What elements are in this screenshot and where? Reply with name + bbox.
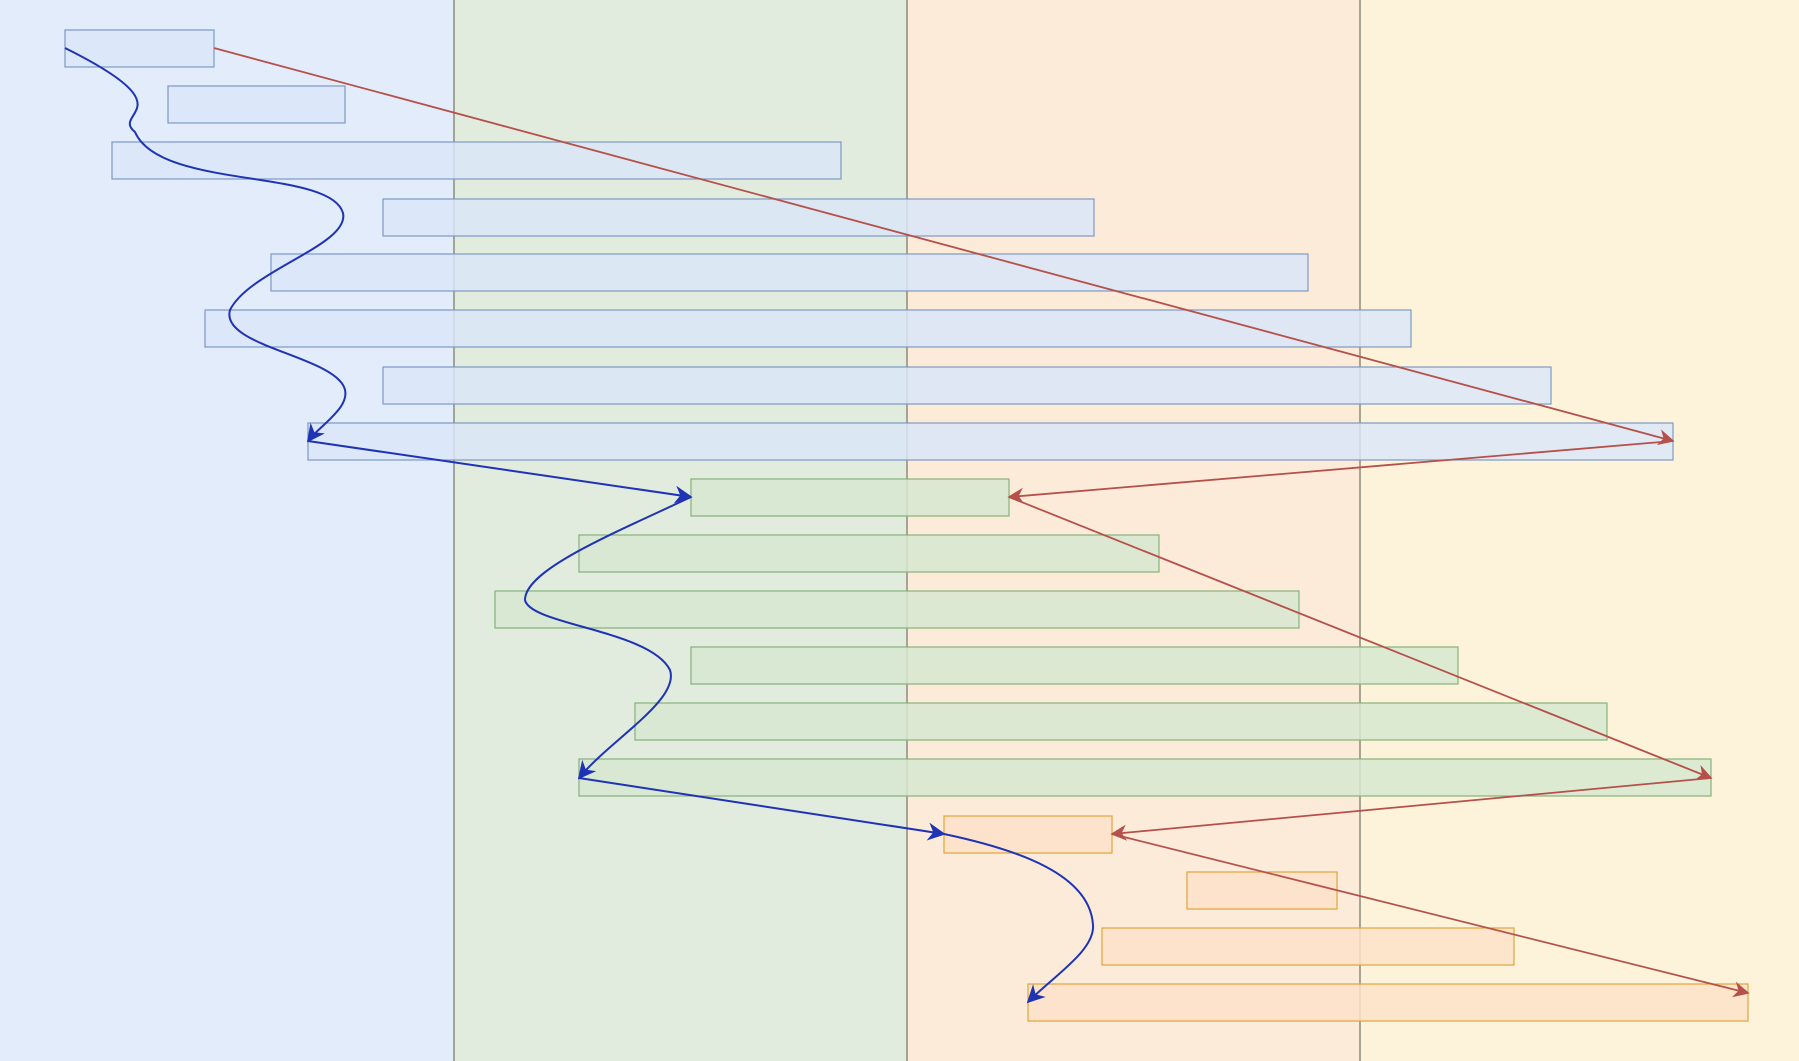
bar-orange-4[interactable] xyxy=(1027,983,1749,1022)
bar-green-1[interactable] xyxy=(690,478,1010,517)
bar-blue-7[interactable] xyxy=(382,366,1552,405)
connector-blue-4 xyxy=(578,777,946,841)
connector-red-5 xyxy=(1111,833,1750,998)
bar-green-5[interactable] xyxy=(634,702,1608,741)
connector-blue-3 xyxy=(523,496,692,780)
connector-red-4 xyxy=(1110,777,1712,841)
connectors-red xyxy=(213,47,1750,998)
bar-blue-3[interactable] xyxy=(111,141,842,180)
bar-green-4[interactable] xyxy=(690,646,1459,685)
bar-orange-3[interactable] xyxy=(1101,927,1515,966)
bar-green-2[interactable] xyxy=(578,534,1160,573)
bar-blue-5[interactable] xyxy=(270,253,1309,292)
bar-blue-1[interactable] xyxy=(64,29,215,68)
connector-blue-2 xyxy=(307,440,693,504)
bar-blue-4[interactable] xyxy=(382,198,1095,237)
connector-blue-1 xyxy=(64,47,347,443)
lane-4 xyxy=(1360,0,1799,1061)
bar-green-3[interactable] xyxy=(494,590,1300,629)
bar-orange-1[interactable] xyxy=(943,815,1113,854)
bar-blue-8[interactable] xyxy=(307,422,1674,461)
bar-blue-6[interactable] xyxy=(204,309,1412,348)
bar-green-6[interactable] xyxy=(578,758,1712,797)
connector-red-1 xyxy=(213,47,1675,446)
connector-red-2 xyxy=(1007,440,1674,504)
bar-blue-2[interactable] xyxy=(167,85,346,124)
connector-red-3 xyxy=(1008,496,1713,781)
connector-blue-5 xyxy=(943,833,1095,1004)
bar-orange-2[interactable] xyxy=(1186,871,1338,910)
connectors-blue xyxy=(64,47,1095,1004)
